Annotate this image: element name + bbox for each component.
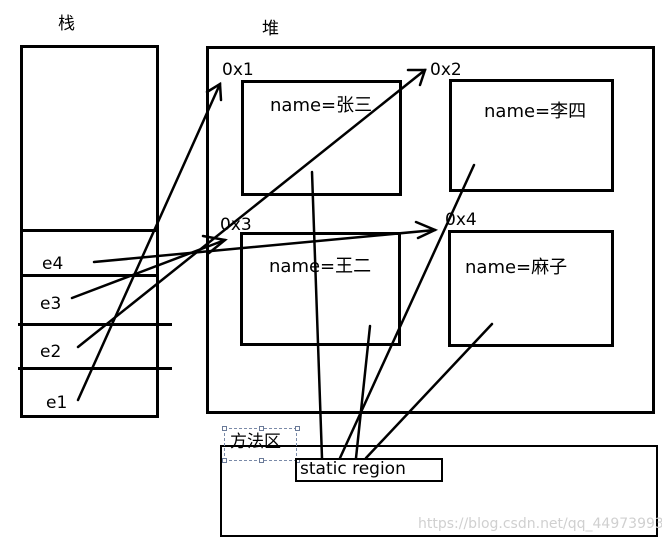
heap-address-0x2: 0x2 [430,60,462,80]
static-ref-0x1 [310,170,324,460]
arrowhead-0x2 [406,68,427,87]
static-region-box [295,458,443,482]
heap-object-0x4 [448,230,614,347]
watermark: https://blog.csdn.net/qq_44973993 [418,516,662,532]
selection-handle [259,426,264,431]
heap-object-0x2 [449,79,614,192]
stack-var-e4: e4 [42,254,64,274]
stack-var-e1: e1 [46,393,68,413]
method-area-title: 方法区 [230,432,281,452]
selection-handle [259,458,264,463]
heap-address-0x3: 0x3 [220,215,252,235]
stack-divider [18,367,172,370]
heap-title: 堆 [262,19,279,39]
stack-divider [20,274,159,277]
method-area-frame [220,445,658,537]
arrowhead-0x1 [205,81,223,102]
stack-var-e2: e2 [40,342,62,362]
stack-title: 栈 [58,14,75,34]
selection-handle [222,426,227,431]
stack-divider [18,323,172,326]
heap-object-label-0x4: name=麻子 [465,257,568,278]
heap-address-0x4: 0x4 [445,210,477,230]
static-ref-0x3 [354,324,372,460]
arrowhead-0x3 [201,234,228,255]
static-region-label: static region [300,459,406,479]
static-ref-0x4 [364,322,494,460]
selection-handle [295,426,300,431]
ref-line-e4-0x4 [92,228,437,264]
ref-line-e1-0x1 [76,82,222,402]
heap-address-0x1: 0x1 [222,60,254,80]
stack-var-e3: e3 [40,294,62,314]
heap-frame [206,46,655,414]
heap-object-label-0x2: name=李四 [484,101,587,122]
heap-object-0x3 [240,232,401,346]
arrowhead-0x4 [414,220,439,240]
heap-object-0x1 [241,80,402,196]
heap-object-label-0x1: name=张三 [270,95,373,116]
stack-divider [20,229,159,232]
selection-handle [222,458,227,463]
ref-line-e2-0x2 [76,68,427,349]
heap-object-label-0x3: name=王二 [269,256,372,277]
ref-line-e3-0x3 [70,238,227,300]
